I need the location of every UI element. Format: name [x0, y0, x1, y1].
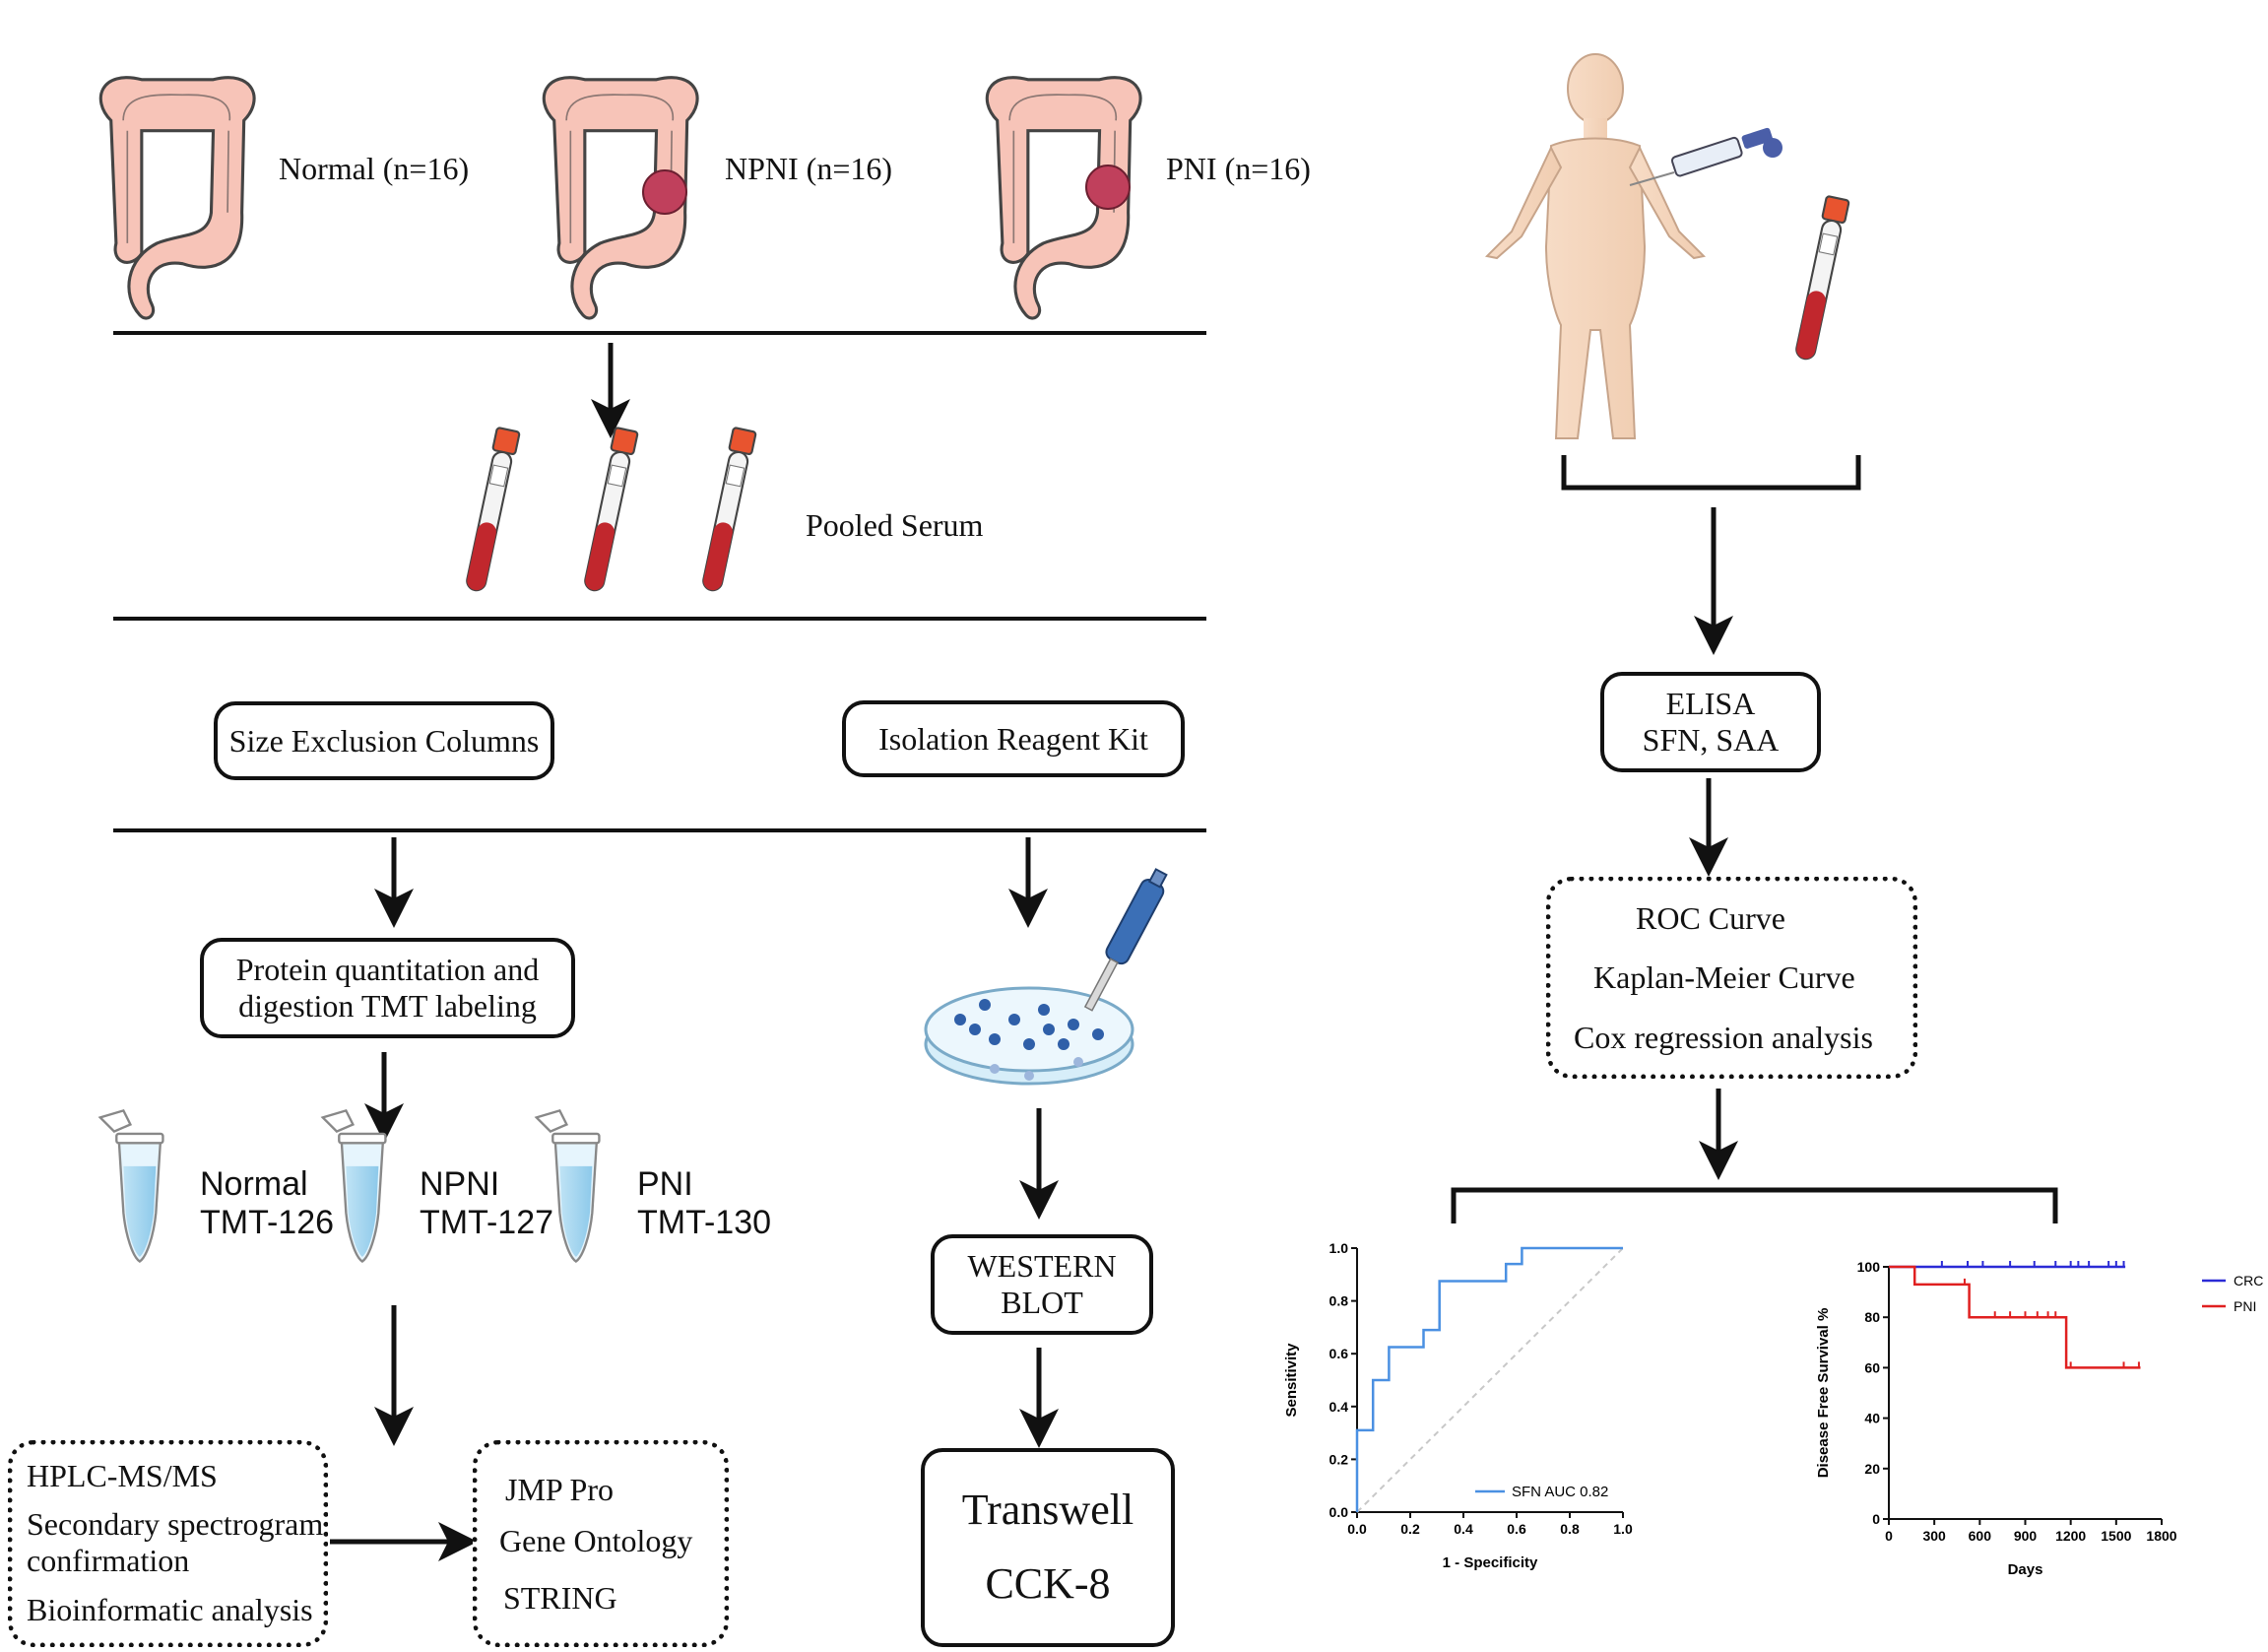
isolation-kit-box: Isolation Reagent Kit [842, 700, 1185, 777]
group-label-normal: Normal (n=16) [279, 151, 470, 186]
protein-line-1: Protein quantitation and [235, 952, 540, 988]
isolation-kit-label: Isolation Reagent Kit [878, 720, 1148, 757]
y-axis-label: Disease Free Survival % [1815, 1308, 1832, 1479]
x-tick-label: 0 [1885, 1528, 1893, 1544]
hplc-line-1: HPLC-MS/MS [27, 1458, 218, 1493]
km-series-line [1889, 1265, 2141, 1369]
tools-box: JMP Pro Gene Ontology STRING [473, 1440, 729, 1647]
transwell-line-2: CCK-8 [985, 1559, 1111, 1608]
x-tick-label: 1200 [2055, 1528, 2086, 1544]
tools-line-1: JMP Pro [505, 1472, 614, 1507]
tube-npni-name: NPNI [420, 1165, 500, 1203]
legend-label: CRC [2234, 1273, 2263, 1289]
western-line-2: BLOT [1001, 1285, 1083, 1320]
tumor-pni [1085, 165, 1131, 210]
group-label-npni: NPNI (n=16) [725, 151, 893, 186]
analysis-box: ROC Curve Kaplan-Meier Curve Cox regress… [1546, 877, 1917, 1079]
y-axis-label: Sensitivity [1283, 1343, 1300, 1418]
roc-chart: 0.0 0.2 0.4 0.6 0.8 1.0 0.0 0.2 0.4 0.6 0.8 1.0 1 - … [1283, 1240, 1633, 1571]
tube-normal-name: Normal [200, 1165, 308, 1203]
x-tick-label: 900 [2014, 1528, 2038, 1544]
y-tick-label: 1.0 [1329, 1240, 1349, 1256]
transwell-line-1: Transwell [961, 1486, 1134, 1535]
elisa-box: ELISA SFN, SAA [1600, 672, 1821, 772]
y-tick-label: 60 [1864, 1359, 1880, 1375]
group-label-pni: PNI (n=16) [1166, 151, 1311, 186]
tube-pni-tag: TMT-130 [637, 1204, 772, 1241]
tube-pni-name: PNI [637, 1165, 693, 1203]
x-tick-label: 0.2 [1400, 1521, 1420, 1537]
y-tick-label: 0.8 [1329, 1293, 1349, 1309]
x-tick-label: 1.0 [1613, 1521, 1633, 1537]
protein-line-2: digestion TMT labeling [238, 988, 537, 1024]
analysis-line-2: Kaplan-Meier Curve [1593, 959, 1855, 995]
legend-label: PNI [2234, 1298, 2256, 1314]
size-exclusion-box: Size Exclusion Columns [214, 701, 554, 780]
hplc-box: HPLC-MS/MS Secondary spectrogram confirm… [8, 1440, 328, 1647]
x-tick-label: 0.6 [1507, 1521, 1526, 1537]
x-tick-label: 600 [1969, 1528, 1992, 1544]
analysis-line-1: ROC Curve [1636, 900, 1785, 936]
hplc-line-4: Bioinformatic analysis [27, 1592, 313, 1627]
western-blot-box: WESTERN BLOT [931, 1234, 1153, 1335]
roc-series-line [1355, 1246, 1623, 1512]
analysis-line-3: Cox regression analysis [1574, 1020, 1873, 1055]
y-tick-label: 100 [1857, 1259, 1881, 1275]
x-axis-label: 1 - Specificity [1443, 1554, 1538, 1571]
x-tick-label: 0.4 [1454, 1521, 1473, 1537]
y-tick-label: 0.2 [1329, 1451, 1349, 1467]
elisa-line-2: SFN, SAA [1642, 722, 1780, 758]
y-tick-label: 40 [1864, 1411, 1880, 1426]
syringe-icon [1629, 127, 1782, 186]
tube-normal-tag: TMT-126 [200, 1204, 335, 1241]
y-tick-label: 0.4 [1329, 1399, 1349, 1415]
size-exclusion-label: Size Exclusion Columns [228, 722, 540, 759]
patient-figure-icon [1484, 53, 1707, 439]
tumor-npni [642, 169, 687, 215]
elisa-line-1: ELISA [1665, 686, 1756, 722]
x-tick-label: 300 [1922, 1528, 1946, 1544]
western-line-1: WESTERN [967, 1248, 1117, 1285]
tools-line-3: STRING [503, 1580, 617, 1616]
hplc-line-2: Secondary spectrogram [27, 1506, 324, 1542]
y-tick-label: 0.0 [1329, 1504, 1349, 1520]
protein-quantitation-box: Protein quantitation and digestion TMT l… [200, 938, 575, 1038]
x-tick-label: 1500 [2101, 1528, 2131, 1544]
x-axis-label: Days [2008, 1561, 2043, 1578]
legend-label: SFN AUC 0.82 [1512, 1484, 1608, 1500]
transwell-box: Transwell CCK-8 [921, 1448, 1175, 1647]
hplc-line-3: confirmation [27, 1543, 190, 1578]
y-tick-label: 20 [1864, 1461, 1880, 1477]
tools-line-2: Gene Ontology [499, 1523, 693, 1558]
tube-npni-tag: TMT-127 [420, 1204, 554, 1241]
y-tick-label: 80 [1864, 1309, 1880, 1325]
pooled-serum-label: Pooled Serum [806, 507, 984, 543]
reference-diagonal [1356, 1247, 1624, 1513]
x-tick-label: 0.8 [1560, 1521, 1580, 1537]
petri-dish-icon [924, 868, 1168, 1086]
y-tick-label: 0.6 [1329, 1346, 1349, 1361]
x-tick-label: 1800 [2146, 1528, 2176, 1544]
y-tick-label: 0 [1872, 1511, 1880, 1527]
x-tick-label: 0.0 [1347, 1521, 1367, 1537]
